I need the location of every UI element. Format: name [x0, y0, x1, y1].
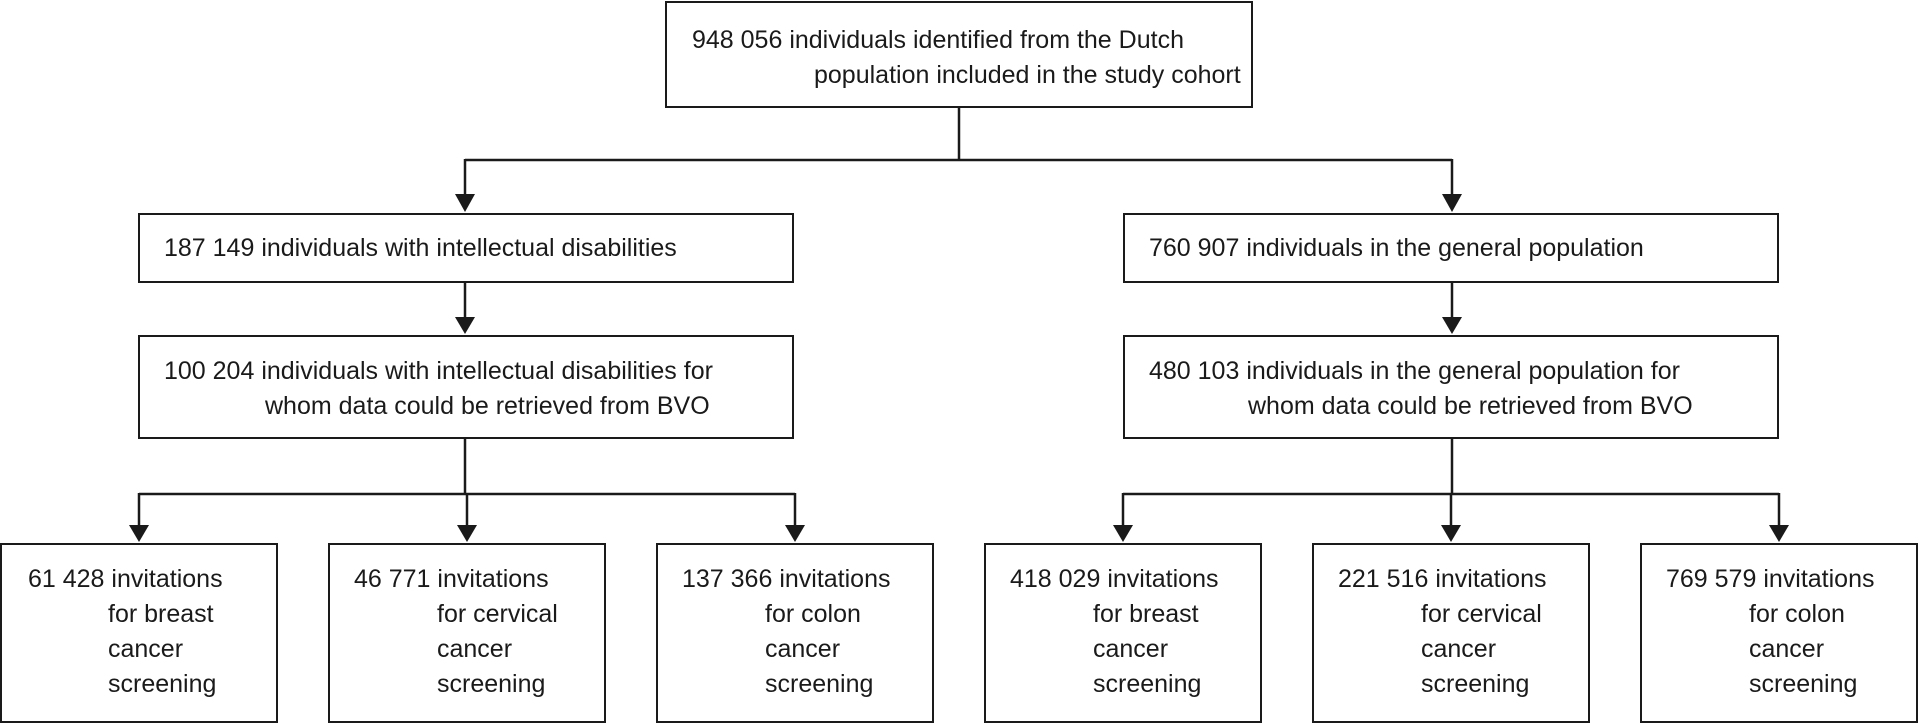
- leaf-line-1: 137 366 invitations: [682, 565, 891, 593]
- box-gen-breast-screening: 418 029 invitations for breast cancer sc…: [984, 543, 1262, 723]
- box-gen-cervical-screening: 221 516 invitations for cervical cancer …: [1312, 543, 1590, 723]
- leaf-line-3: cancer: [765, 635, 841, 663]
- leaf-line-1: 61 428 invitations: [28, 565, 223, 593]
- box-intellectual-disabilities-text: 187 149 individuals with intellectual di…: [164, 234, 677, 262]
- leaf-line-1: 221 516 invitations: [1338, 565, 1547, 593]
- arrowhead-id-leaf-3: [785, 525, 805, 542]
- arrowhead-gen-cohort: [1442, 194, 1462, 212]
- leaf-line-4: screening: [1749, 670, 1858, 698]
- box-id-colon-screening: 137 366 invitations for colon cancer scr…: [656, 543, 934, 723]
- leaf-line-3: cancer: [1749, 635, 1825, 663]
- box-general-population: 760 907 individuals in the general popul…: [1123, 213, 1779, 283]
- arrowhead-id-leaf-2: [457, 525, 477, 542]
- leaf-line-3: cancer: [108, 635, 184, 663]
- arrowhead-id-leaf-1: [129, 525, 149, 542]
- box-general-population-text: 760 907 individuals in the general popul…: [1149, 234, 1644, 262]
- box-study-cohort-line-2: population included in the study cohort: [814, 61, 1241, 89]
- box-intellectual-disabilities-bvo-line-2: whom data could be retrieved from BVO: [265, 392, 710, 420]
- leaf-line-4: screening: [108, 670, 217, 698]
- arrowhead-gen-leaf-3: [1769, 525, 1789, 542]
- leaf-line-1: 769 579 invitations: [1666, 565, 1875, 593]
- leaf-line-4: screening: [1421, 670, 1530, 698]
- arrowhead-id-bvo: [455, 317, 475, 334]
- leaf-line-1: 46 771 invitations: [354, 565, 549, 593]
- box-id-cervical-screening: 46 771 invitations for cervical cancer s…: [328, 543, 606, 723]
- leaf-line-2: for breast: [1093, 600, 1199, 628]
- box-gen-colon-screening: 769 579 invitations for colon cancer scr…: [1640, 543, 1918, 723]
- leaf-line-2: for cervical: [1421, 600, 1542, 628]
- leaf-line-2: for colon: [765, 600, 861, 628]
- leaf-line-2: for breast: [108, 600, 214, 628]
- leaf-line-4: screening: [437, 670, 546, 698]
- box-study-cohort: 948 056 individuals identified from the …: [665, 1, 1253, 108]
- box-general-population-bvo-line-2: whom data could be retrieved from BVO: [1248, 392, 1693, 420]
- leaf-line-2: for cervical: [437, 600, 558, 628]
- leaf-line-3: cancer: [1421, 635, 1497, 663]
- leaf-line-4: screening: [1093, 670, 1202, 698]
- leaf-line-2: for colon: [1749, 600, 1845, 628]
- box-study-cohort-line-1: 948 056 individuals identified from the …: [692, 26, 1184, 54]
- leaf-line-3: cancer: [437, 635, 513, 663]
- box-intellectual-disabilities-bvo: 100 204 individuals with intellectual di…: [138, 335, 794, 439]
- arrowhead-gen-leaf-2: [1441, 525, 1461, 542]
- leaf-line-3: cancer: [1093, 635, 1169, 663]
- leaf-line-1: 418 029 invitations: [1010, 565, 1219, 593]
- box-id-breast-screening: 61 428 invitations for breast cancer scr…: [0, 543, 278, 723]
- box-intellectual-disabilities-bvo-line-1: 100 204 individuals with intellectual di…: [164, 357, 713, 385]
- arrowhead-gen-bvo: [1442, 317, 1462, 334]
- box-general-population-bvo-line-1: 480 103 individuals in the general popul…: [1149, 357, 1680, 385]
- arrowhead-id-cohort: [455, 194, 475, 212]
- arrowhead-gen-leaf-1: [1113, 525, 1133, 542]
- box-general-population-bvo: 480 103 individuals in the general popul…: [1123, 335, 1779, 439]
- leaf-line-4: screening: [765, 670, 874, 698]
- box-intellectual-disabilities: 187 149 individuals with intellectual di…: [138, 213, 794, 283]
